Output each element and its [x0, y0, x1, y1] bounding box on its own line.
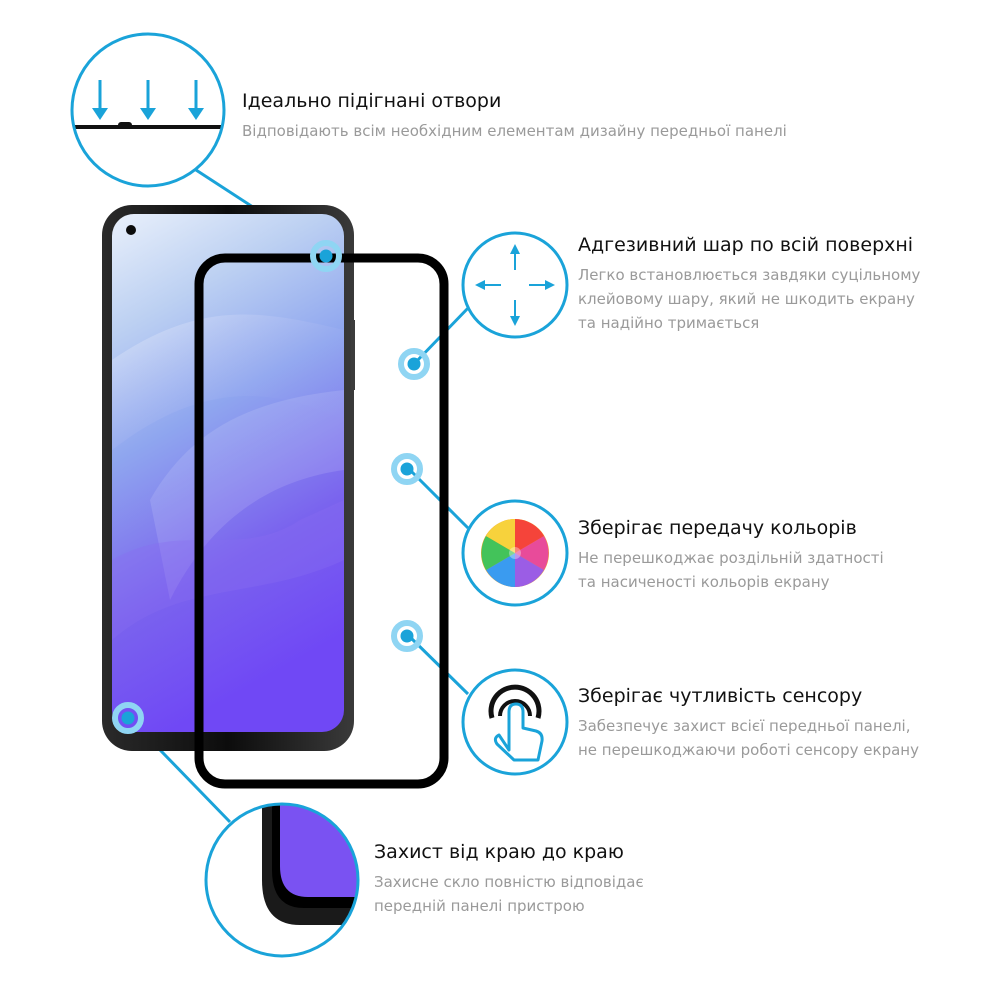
touch-finger-icon [461, 668, 569, 776]
description-line: Легко встановлюється завдяки суцільному [578, 266, 921, 284]
feature-description: Відповідають всім необхідним елементам д… [242, 119, 787, 143]
pin-marker [310, 240, 342, 272]
feature-title: Адгезивний шар по всій поверхні [578, 234, 914, 256]
description-line: та насиченості кольорів екрану [578, 573, 830, 591]
arrows-down-icon [70, 32, 226, 188]
feature-title: Зберігає чутливість сенсору [578, 685, 863, 707]
description-line: Захисне скло повністю відповідає [374, 873, 644, 891]
pin-markers [112, 240, 430, 734]
description-line: та надійно тримається [578, 314, 760, 332]
feature-title: Ідеально підігнані отвори [242, 90, 502, 112]
feature-description: Забезпечує захист всієї передньої панелі… [578, 714, 919, 762]
description-line: Відповідають всім необхідним елементам д… [242, 122, 787, 140]
pin-marker [112, 702, 144, 734]
description-line: Забезпечує захист всієї передньої панелі… [578, 717, 911, 735]
pin-marker [398, 348, 430, 380]
feature-title: Зберігає передачу кольорів [578, 517, 857, 539]
front-camera [126, 225, 136, 235]
color-wheel-icon [461, 499, 569, 607]
feature-edge-to-edge: Захист від краю до краю Захисне скло пов… [374, 841, 644, 918]
expand-arrows-icon [461, 231, 569, 339]
description-line: клейовому шару, який не шкодить екрану [578, 290, 915, 308]
feature-precise-cutouts: Ідеально підігнані отвори Відповідають в… [242, 90, 787, 143]
feature-adhesive-layer: Адгезивний шар по всій поверхні Легко вс… [578, 234, 920, 335]
description-line: передній панелі пристрою [374, 897, 585, 915]
feature-description: Не перешкоджає роздільній здатності та н… [578, 546, 884, 594]
phone [102, 205, 355, 751]
pin-marker [391, 453, 423, 485]
pin-marker [391, 620, 423, 652]
feature-description: Легко встановлюється завдяки суцільному … [578, 263, 920, 335]
feature-touch-sensitivity: Зберігає чутливість сенсору Забезпечує з… [578, 685, 919, 762]
feature-color-transfer: Зберігає передачу кольорів Не перешкоджа… [578, 517, 884, 594]
description-line: Не перешкоджає роздільній здатності [578, 549, 884, 567]
feature-title: Захист від краю до краю [374, 841, 624, 863]
feature-description: Захисне скло повністю відповідає передні… [374, 870, 644, 918]
description-line: не перешкоджаючи роботі сенсору екрану [578, 741, 919, 759]
edge-zoom-icon [204, 802, 360, 958]
